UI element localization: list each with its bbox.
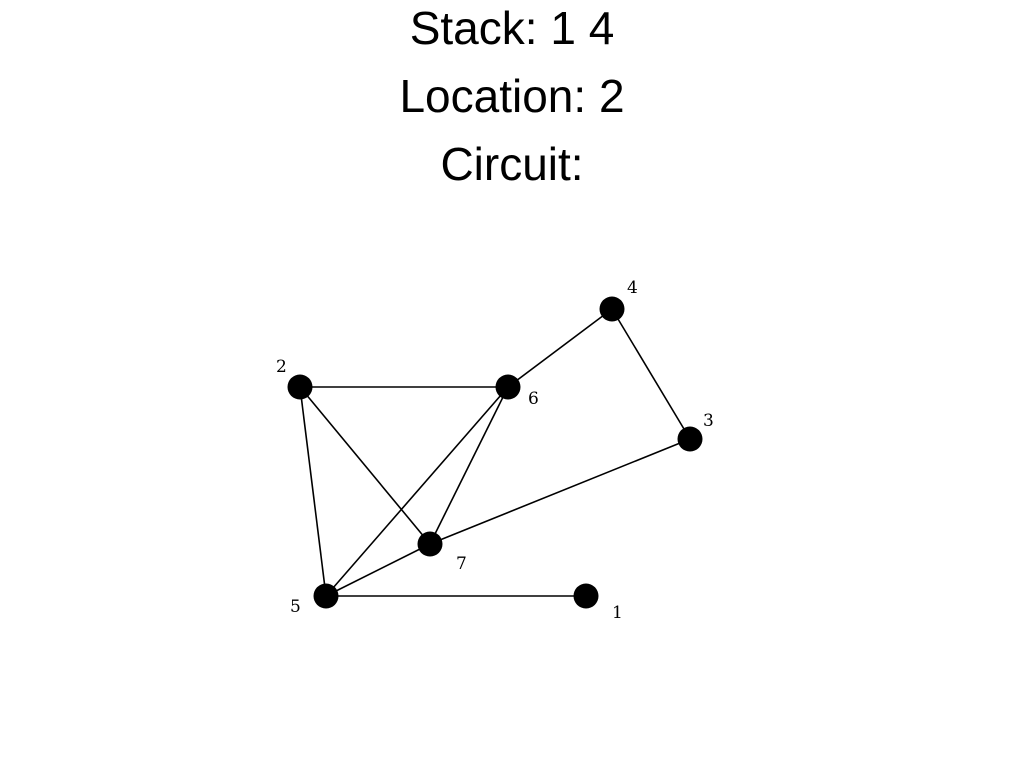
edge-6-5 xyxy=(325,386,509,597)
title-block: Stack: 1 4 Location: 2 Circuit: xyxy=(0,0,1024,198)
edge-4-3 xyxy=(611,308,691,440)
edge-6-4 xyxy=(507,308,613,388)
edge-2-7 xyxy=(299,386,431,545)
node-label-7: 7 xyxy=(456,554,467,574)
node-7 xyxy=(417,531,443,557)
node-label-1: 1 xyxy=(612,603,623,623)
node-label-2: 2 xyxy=(276,357,287,377)
node-label-6: 6 xyxy=(528,389,539,409)
edge-2-5 xyxy=(299,386,327,597)
node-2 xyxy=(287,374,313,400)
edge-3-7 xyxy=(429,438,691,545)
node-3 xyxy=(677,426,703,452)
location-line: Location: 2 xyxy=(399,70,625,122)
circuit-line: Circuit: xyxy=(440,138,584,190)
node-5 xyxy=(313,583,339,609)
edges-layer xyxy=(299,308,691,597)
nodes-layer xyxy=(287,296,703,609)
labels-layer: 1 2 3 4 5 6 7 xyxy=(276,278,714,623)
node-6 xyxy=(495,374,521,400)
node-4 xyxy=(599,296,625,322)
edge-6-7 xyxy=(429,386,509,545)
stack-line: Stack: 1 4 xyxy=(409,2,615,54)
node-label-3: 3 xyxy=(703,411,714,431)
node-label-4: 4 xyxy=(627,278,638,298)
edge-7-5 xyxy=(325,543,431,597)
node-label-5: 5 xyxy=(290,597,301,617)
node-1 xyxy=(573,583,599,609)
